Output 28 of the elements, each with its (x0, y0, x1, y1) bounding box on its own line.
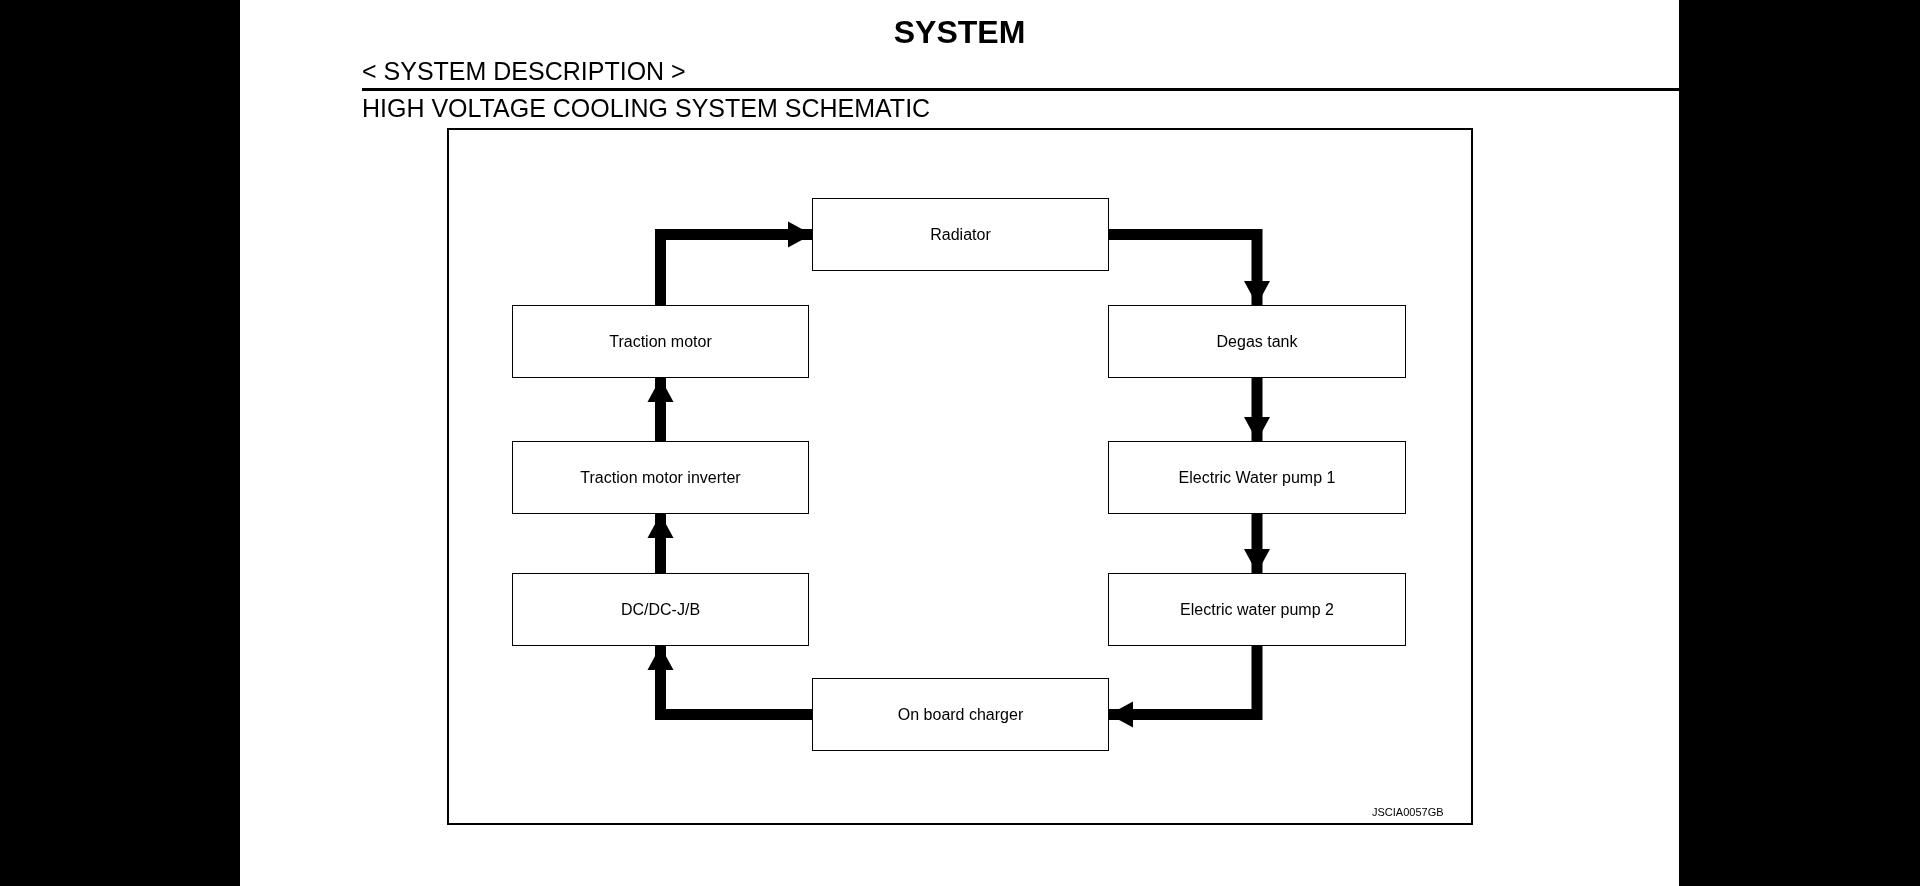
component-label: Electric Water pump 1 (1178, 468, 1336, 487)
flow-arrow (647, 514, 674, 573)
component-label: Radiator (930, 225, 991, 244)
component-box (1108, 573, 1406, 646)
flow-arrow (1109, 229, 1270, 305)
component-box (1108, 305, 1406, 378)
flow-arrow (1244, 378, 1270, 441)
component-box (512, 573, 809, 646)
page-title: SYSTEM (892, 14, 1027, 51)
component-label: Traction motor (609, 332, 712, 351)
component-label: Degas tank (1216, 332, 1298, 351)
schematic-heading: HIGH VOLTAGE COOLING SYSTEM SCHEMATIC (362, 94, 931, 123)
component-box (512, 305, 809, 378)
component-label: On board charger (897, 705, 1024, 724)
component-box (1108, 441, 1406, 514)
component-box (812, 198, 1109, 271)
flow-arrow (647, 646, 812, 720)
flow-arrow (1244, 514, 1270, 573)
figure-code: JSCIA0057GB (1372, 806, 1444, 818)
section-heading: < SYSTEM DESCRIPTION > (362, 57, 686, 86)
component-box (512, 441, 809, 514)
component-box (812, 678, 1109, 751)
flow-arrow (655, 221, 812, 305)
flow-arrow (1109, 646, 1263, 728)
component-label: Electric water pump 2 (1180, 600, 1334, 619)
component-label: DC/DC-J/B (620, 600, 701, 619)
component-label: Traction motor inverter (580, 468, 741, 487)
flow-arrow (647, 378, 674, 441)
